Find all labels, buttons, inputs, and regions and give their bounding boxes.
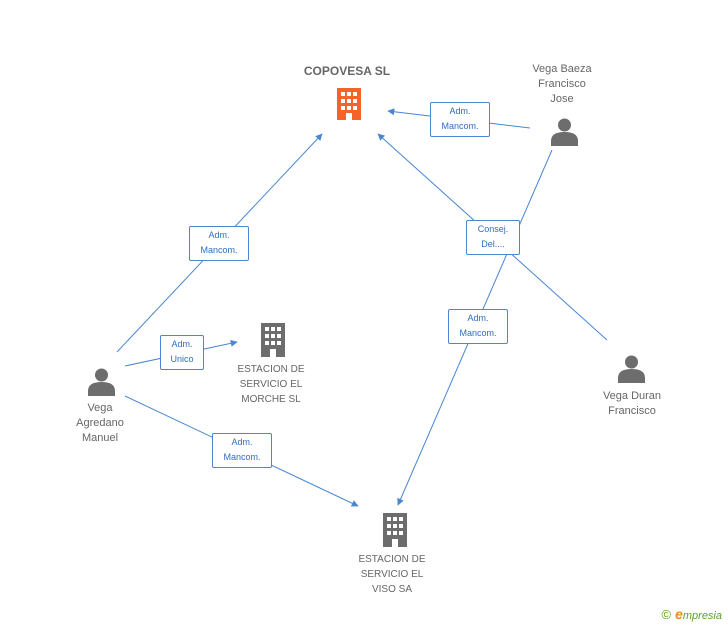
- company-el-morche-label[interactable]: ESTACION DE SERVICIO EL MORCHE SL: [219, 362, 323, 407]
- role-line: Adm.: [467, 313, 489, 323]
- edge-label-agredano-morche[interactable]: Adm. Unico: [160, 335, 204, 370]
- role-line: Mancom.: [459, 328, 497, 338]
- person-icon[interactable]: [87, 367, 116, 396]
- edge-label-agredano-viso[interactable]: Adm. Mancom.: [212, 433, 272, 468]
- building-icon[interactable]: [257, 322, 289, 358]
- edge-label-duran-copovesa[interactable]: Consej. Del....: [466, 220, 520, 255]
- role-line: Mancom.: [441, 121, 479, 131]
- person-vega-baeza-label[interactable]: Vega Baeza Francisco Jose: [512, 62, 612, 107]
- company-copovesa-name: COPOVESA SL: [303, 64, 391, 78]
- person-name-line: Vega Baeza: [532, 63, 592, 75]
- edge-label-baeza-copovesa[interactable]: Adm. Mancom.: [430, 102, 490, 137]
- person-name-line: Vega Duran: [602, 390, 662, 402]
- person-name-line: Jose: [550, 93, 574, 105]
- person-name-line: Agredano: [76, 417, 124, 429]
- person-icon[interactable]: [550, 117, 579, 146]
- person-vega-duran-label[interactable]: Vega Duran Francisco: [582, 389, 682, 419]
- role-line: Mancom.: [200, 245, 238, 255]
- company-name-line: MORCHE SL: [241, 394, 301, 405]
- role-line: Mancom.: [223, 452, 261, 462]
- company-name-line: SERVICIO EL: [239, 379, 303, 390]
- company-name-line: SERVICIO EL: [360, 569, 424, 580]
- copyright-symbol: ©: [661, 607, 672, 622]
- edge-label-baeza-viso[interactable]: Adm. Mancom.: [448, 309, 508, 344]
- company-name-line: VISO SA: [371, 584, 412, 595]
- person-name-line: Francisco: [538, 78, 586, 90]
- building-icon[interactable]: [333, 87, 365, 121]
- role-line: Adm.: [231, 437, 253, 447]
- role-line: Adm.: [208, 230, 230, 240]
- brand-logo-text: mpresia: [682, 610, 722, 622]
- person-name-line: Vega: [87, 402, 113, 414]
- role-line: Adm.: [171, 339, 193, 349]
- company-el-viso-label[interactable]: ESTACION DE SERVICIO EL VISO SA: [340, 552, 444, 597]
- company-copovesa-label[interactable]: COPOVESA SL: [287, 64, 407, 79]
- person-name-line: Francisco: [608, 405, 656, 417]
- company-name-line: ESTACION DE: [237, 364, 305, 375]
- role-line: Del....: [481, 239, 505, 249]
- person-icon[interactable]: [617, 354, 646, 383]
- role-line: Consej.: [477, 224, 509, 234]
- person-name-line: Manuel: [81, 432, 119, 444]
- person-vega-agredano-label[interactable]: Vega Agredano Manuel: [54, 401, 146, 446]
- role-line: Adm.: [449, 106, 471, 116]
- brand-logo-initial: e: [675, 606, 683, 622]
- building-icon[interactable]: [379, 512, 411, 548]
- role-line: Unico: [170, 354, 194, 364]
- edge-label-agredano-copovesa[interactable]: Adm. Mancom.: [189, 226, 249, 261]
- company-name-line: ESTACION DE: [358, 554, 426, 565]
- brand-footer[interactable]: ©empresia: [661, 606, 722, 622]
